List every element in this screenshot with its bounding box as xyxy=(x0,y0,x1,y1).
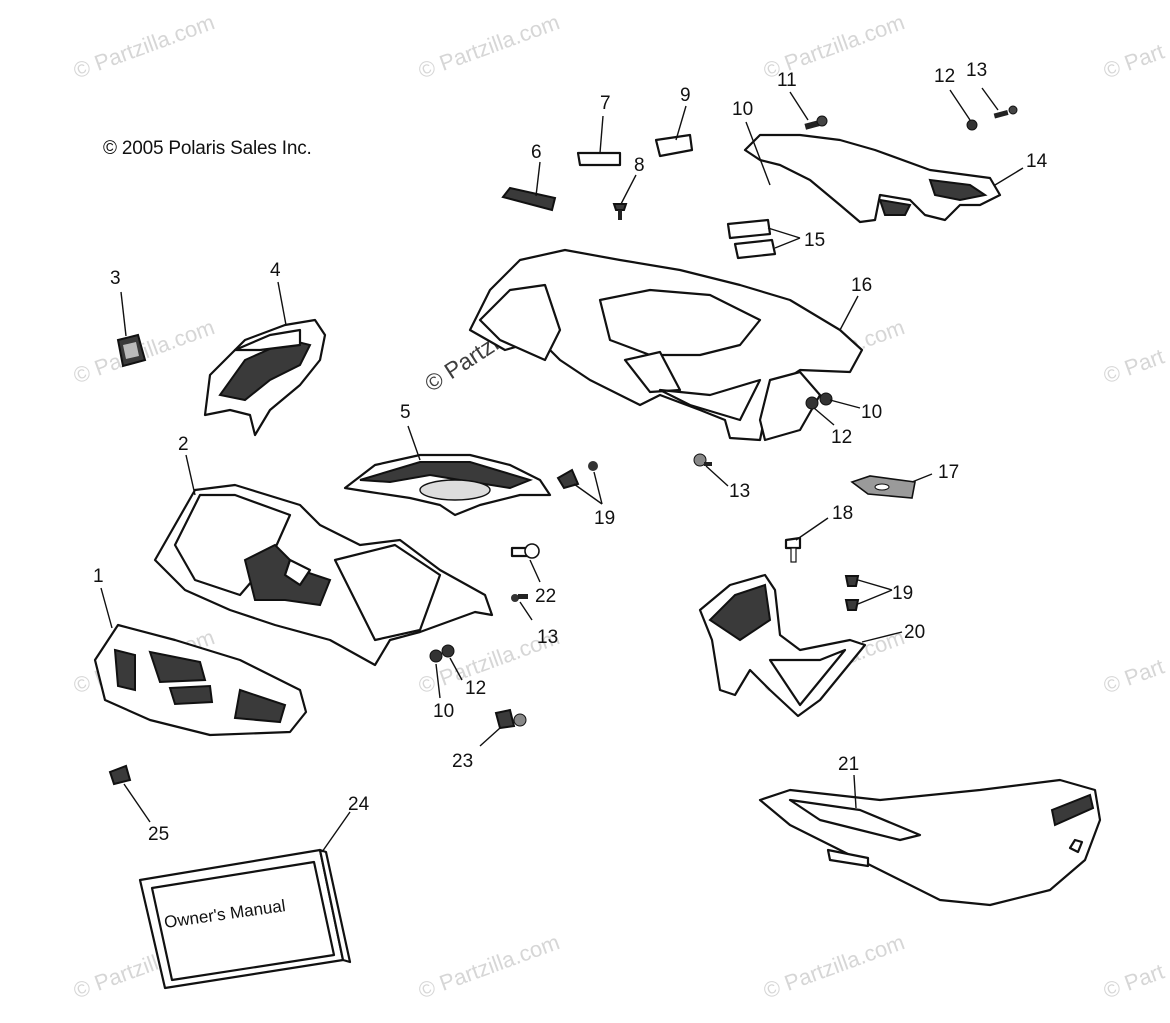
callout-10-top: 10 xyxy=(732,99,753,120)
callout-1: 1 xyxy=(93,566,104,587)
callout-12-top: 12 xyxy=(934,66,955,87)
part-fasteners-left[interactable] xyxy=(429,644,455,663)
callout-10-right: 10 xyxy=(861,402,882,423)
callout-19-mid: 19 xyxy=(594,508,615,529)
callout-11: 11 xyxy=(777,70,797,91)
part-bolt-23[interactable] xyxy=(494,708,527,730)
part-bolt-11[interactable] xyxy=(804,115,828,130)
callout-10-low: 10 xyxy=(433,701,454,722)
callout-16: 16 xyxy=(851,275,872,296)
part-screw-13-low[interactable] xyxy=(511,594,528,602)
part-clip-25[interactable] xyxy=(108,764,132,786)
part-reflector-6[interactable] xyxy=(501,186,557,212)
part-grommet[interactable] xyxy=(116,333,147,368)
part-screw-8[interactable] xyxy=(612,203,628,220)
callout-19-right: 19 xyxy=(892,583,913,604)
callout-22: 22 xyxy=(535,586,556,607)
callout-13-low: 13 xyxy=(537,627,558,648)
callout-5: 5 xyxy=(400,402,411,423)
part-storage-tray[interactable] xyxy=(343,453,552,517)
callout-23: 23 xyxy=(452,751,473,772)
callout-3: 3 xyxy=(110,268,121,289)
callout-labels: 1 2 3 4 5 6 7 8 9 10 11 12 13 14 15 16 1… xyxy=(93,60,1048,845)
callout-13-mid: 13 xyxy=(729,481,750,502)
part-nut-12[interactable] xyxy=(966,119,978,131)
part-screw-13-mid[interactable] xyxy=(693,453,712,467)
callout-4: 4 xyxy=(270,260,281,281)
copyright-notice: © 2005 Polaris Sales Inc. xyxy=(103,138,312,159)
callout-12-right: 12 xyxy=(831,427,852,448)
part-seat[interactable] xyxy=(758,778,1102,907)
part-front-fender[interactable] xyxy=(153,483,494,667)
part-screw-13[interactable] xyxy=(993,105,1018,119)
callout-9: 9 xyxy=(680,85,691,106)
callout-2: 2 xyxy=(178,434,189,455)
callout-24: 24 xyxy=(348,794,370,815)
callout-7: 7 xyxy=(600,93,611,114)
callout-18: 18 xyxy=(832,503,853,524)
callout-13-top: 13 xyxy=(966,60,987,81)
part-reflector-7[interactable] xyxy=(576,151,622,167)
part-fasteners-right[interactable] xyxy=(805,392,833,410)
part-rear-fender[interactable] xyxy=(468,248,864,442)
callout-12-low: 12 xyxy=(465,678,486,699)
part-bolt-22[interactable] xyxy=(510,543,540,559)
part-owners-manual[interactable]: Owner's Manual xyxy=(138,848,352,990)
part-reflectors-15[interactable] xyxy=(726,218,777,260)
callout-25: 25 xyxy=(148,824,169,845)
part-pin-18[interactable] xyxy=(784,536,802,563)
callout-15: 15 xyxy=(804,230,825,251)
callout-21: 21 xyxy=(838,754,859,775)
leader-lines xyxy=(100,87,1024,853)
callout-17: 17 xyxy=(938,462,959,483)
part-footwell-panel[interactable] xyxy=(698,573,867,718)
part-reflector-9[interactable] xyxy=(654,133,694,158)
part-rivets-19[interactable] xyxy=(556,461,860,611)
callout-20: 20 xyxy=(904,622,925,643)
callout-8: 8 xyxy=(634,155,645,176)
callout-14: 14 xyxy=(1026,151,1048,172)
part-plate-17[interactable] xyxy=(850,475,916,499)
callout-6: 6 xyxy=(531,142,542,163)
part-front-bumper[interactable] xyxy=(93,623,308,737)
part-rear-trim[interactable] xyxy=(743,133,1002,224)
part-side-panel[interactable] xyxy=(203,318,327,437)
